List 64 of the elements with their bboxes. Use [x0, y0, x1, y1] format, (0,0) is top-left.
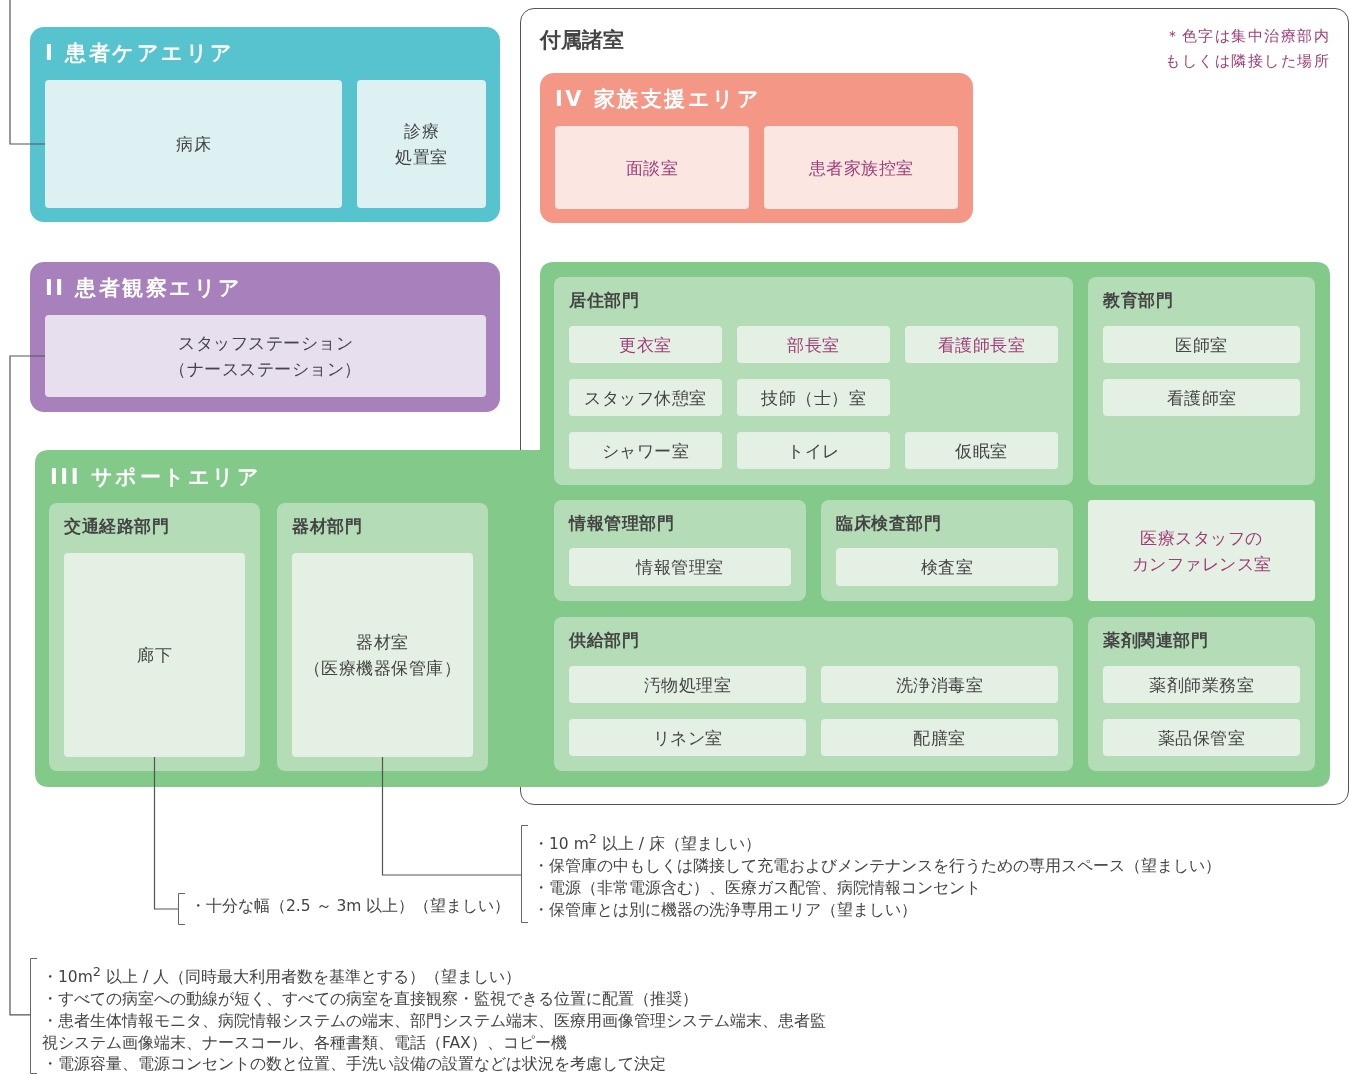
room-box: 技師（士）室 — [737, 379, 890, 416]
room-box: 部長室 — [737, 326, 890, 363]
room-box: 病床 — [45, 80, 342, 208]
note-text: ・10m$^{2}$ 以上 / 人（同時最大利用者数を基準とする）（望ましい） — [42, 963, 523, 989]
leader-line — [9, 0, 46, 145]
panel-heading: 供給部門 — [569, 629, 639, 652]
note-text: ・10 m$^{2}$ 以上 / 床（望ましい） — [533, 830, 762, 856]
panel-heading: I 患者ケアエリア — [45, 40, 235, 67]
room-box: 医師室 — [1103, 326, 1300, 363]
room-box: 情報管理室 — [569, 548, 791, 586]
note-text: ・すべての病室への動線が短く、すべての病室を直接観察・監視できる位置に配置（推奨） — [42, 988, 699, 1010]
panel-heading: 情報管理部門 — [569, 512, 674, 535]
room-box: 薬剤師業務室 — [1103, 666, 1300, 703]
leader-line — [9, 355, 46, 1016]
department-panel — [821, 500, 1073, 601]
room-box: 仮眠室 — [905, 432, 1058, 469]
panel-heading: 器材部門 — [292, 515, 362, 538]
room-box: 薬品保管室 — [1103, 719, 1300, 756]
panel-heading: II 患者観察エリア — [45, 275, 243, 302]
department-panel — [1088, 277, 1315, 485]
room-box: 看護師長室 — [905, 326, 1058, 363]
room-box: 洗浄消毒室 — [821, 666, 1058, 703]
room-box: 汚物処理室 — [569, 666, 806, 703]
panel-heading: 薬剤関連部門 — [1103, 629, 1208, 652]
room-box: スタッフ休憩室 — [569, 379, 722, 416]
area-panel — [540, 73, 973, 223]
area-panel — [30, 262, 500, 412]
room-box: 検査室 — [836, 548, 1058, 586]
panel-heading: 臨床検査部門 — [836, 512, 941, 535]
panel-heading: 居住部門 — [569, 289, 639, 312]
leader-line — [153, 756, 179, 910]
panel-heading: 教育部門 — [1103, 289, 1173, 312]
room-box: 患者家族控室 — [764, 126, 958, 209]
room-box: 廊下 — [64, 553, 245, 757]
color-note: ＊色字は集中治療部内もしくは隣接した場所 — [1165, 26, 1330, 72]
note-text: ・保管庫とは別に機器の洗浄専用エリア（望ましい） — [533, 899, 918, 921]
note-text: ・保管庫の中もしくは隣接して充電およびメンテナンスを行うための専用スペース（望ましい） — [533, 855, 1222, 877]
room-box: 看護師室 — [1103, 379, 1300, 416]
area-panel — [30, 27, 500, 222]
panel-heading: 交通経路部門 — [64, 515, 169, 538]
note-text: ・患者生体情報モニタ、病院情報システムの端末、部門システム端末、医療用画像管理システム端末、患者監視システム画像端末、ナースコール、各種書類、電話（FAX）、コピー機 — [42, 1010, 827, 1054]
panel-heading: III サポートエリア — [50, 464, 262, 491]
room-box: 面談室 — [555, 126, 749, 209]
room-box: 配膳室 — [821, 719, 1058, 756]
section-heading: 付属諸室 — [540, 27, 624, 54]
panel-heading: IV 家族支援エリア — [555, 86, 762, 113]
room-box: リネン室 — [569, 719, 806, 756]
department-panel — [49, 503, 260, 771]
note-text: ・電源容量、電源コンセントの数と位置、手洗い設備の設置などは状況を考慮して決定 — [42, 1054, 667, 1074]
room-box: 更衣室 — [569, 326, 722, 363]
leader-line — [381, 756, 522, 876]
room-box: トイレ — [737, 432, 890, 469]
department-panel — [554, 617, 1073, 771]
department-panel — [554, 277, 1073, 485]
note-text: ・電源（非常電源含む）、医療ガス配管、病院情報コンセント — [533, 877, 982, 899]
department-panel — [554, 500, 806, 601]
room-box: 医療スタッフのカンファレンス室 — [1088, 500, 1315, 601]
department-panel — [277, 503, 488, 771]
room-box: 診療処置室 — [357, 80, 486, 208]
room-box: 器材室（医療機器保管庫） — [292, 553, 473, 757]
note-text: ・十分な幅（2.5 ～ 3m 以上）（望ましい） — [190, 896, 512, 917]
room-box: スタッフステーション（ナースステーション） — [45, 315, 486, 397]
department-panel — [1088, 617, 1315, 771]
room-box: シャワー室 — [569, 432, 722, 469]
